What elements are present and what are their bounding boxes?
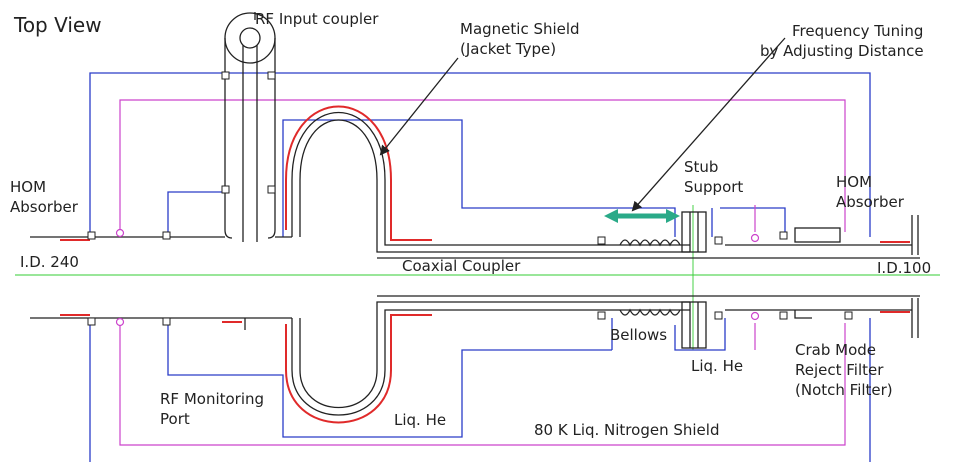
label-hom-right: HOM (836, 173, 872, 191)
lower-cavity-wall (30, 301, 690, 416)
label-frequency-tuning-detail: by Adjusting Distance (760, 42, 924, 60)
nitrogen-shield-outline (119, 99, 846, 446)
label-liq-he-right: Liq. He (691, 357, 743, 375)
label-bellows: Bellows (610, 326, 667, 344)
label-id-right: I.D.100 (877, 259, 931, 277)
stub-support (681, 211, 707, 349)
label-absorber-right: Absorber (836, 193, 905, 211)
label-magnetic-shield-type: (Jacket Type) (460, 40, 556, 58)
label-crab-mode: Crab Mode (795, 341, 876, 359)
label-hom-left: HOM (10, 178, 46, 196)
upper-cavity-wall (30, 112, 690, 253)
rf-monitoring-port (222, 318, 246, 330)
beam-axis (15, 205, 940, 350)
label-reject-filter: Reject Filter (795, 361, 884, 379)
flange-markers (87, 71, 853, 327)
label-stub: Stub (684, 158, 718, 176)
label-coaxial-coupler: Coaxial Coupler (402, 257, 521, 275)
label-magnetic-shield: Magnetic Shield (460, 20, 580, 38)
right-hom-absorber (880, 215, 919, 338)
rf-input-coupler (224, 12, 276, 242)
title: Top View (13, 13, 102, 37)
label-rf-monitoring: RF Monitoring (160, 390, 264, 408)
label-absorber-left: Absorber (10, 198, 79, 216)
label-nitrogen-shield: 80 K Liq. Nitrogen Shield (534, 421, 719, 439)
label-stub-support: Support (684, 178, 743, 196)
label-rf-input-coupler: RF Input coupler (255, 10, 379, 28)
label-notch-filter: (Notch Filter) (795, 381, 893, 399)
crab-mode-reject-filter (725, 227, 912, 319)
lower-magnetic-shield (60, 314, 432, 424)
label-frequency-tuning: Frequency Tuning (792, 22, 923, 40)
label-id-left: I.D. 240 (20, 253, 79, 271)
upper-magnetic-shield (60, 105, 432, 241)
tuning-arrow (604, 209, 680, 223)
label-port: Port (160, 410, 190, 428)
label-liq-he-center: Liq. He (394, 411, 446, 429)
bellows (619, 239, 681, 316)
helium-vessel-outline (89, 72, 871, 462)
coaxial-coupler (377, 257, 920, 297)
pointer-arrows (254, 12, 786, 212)
